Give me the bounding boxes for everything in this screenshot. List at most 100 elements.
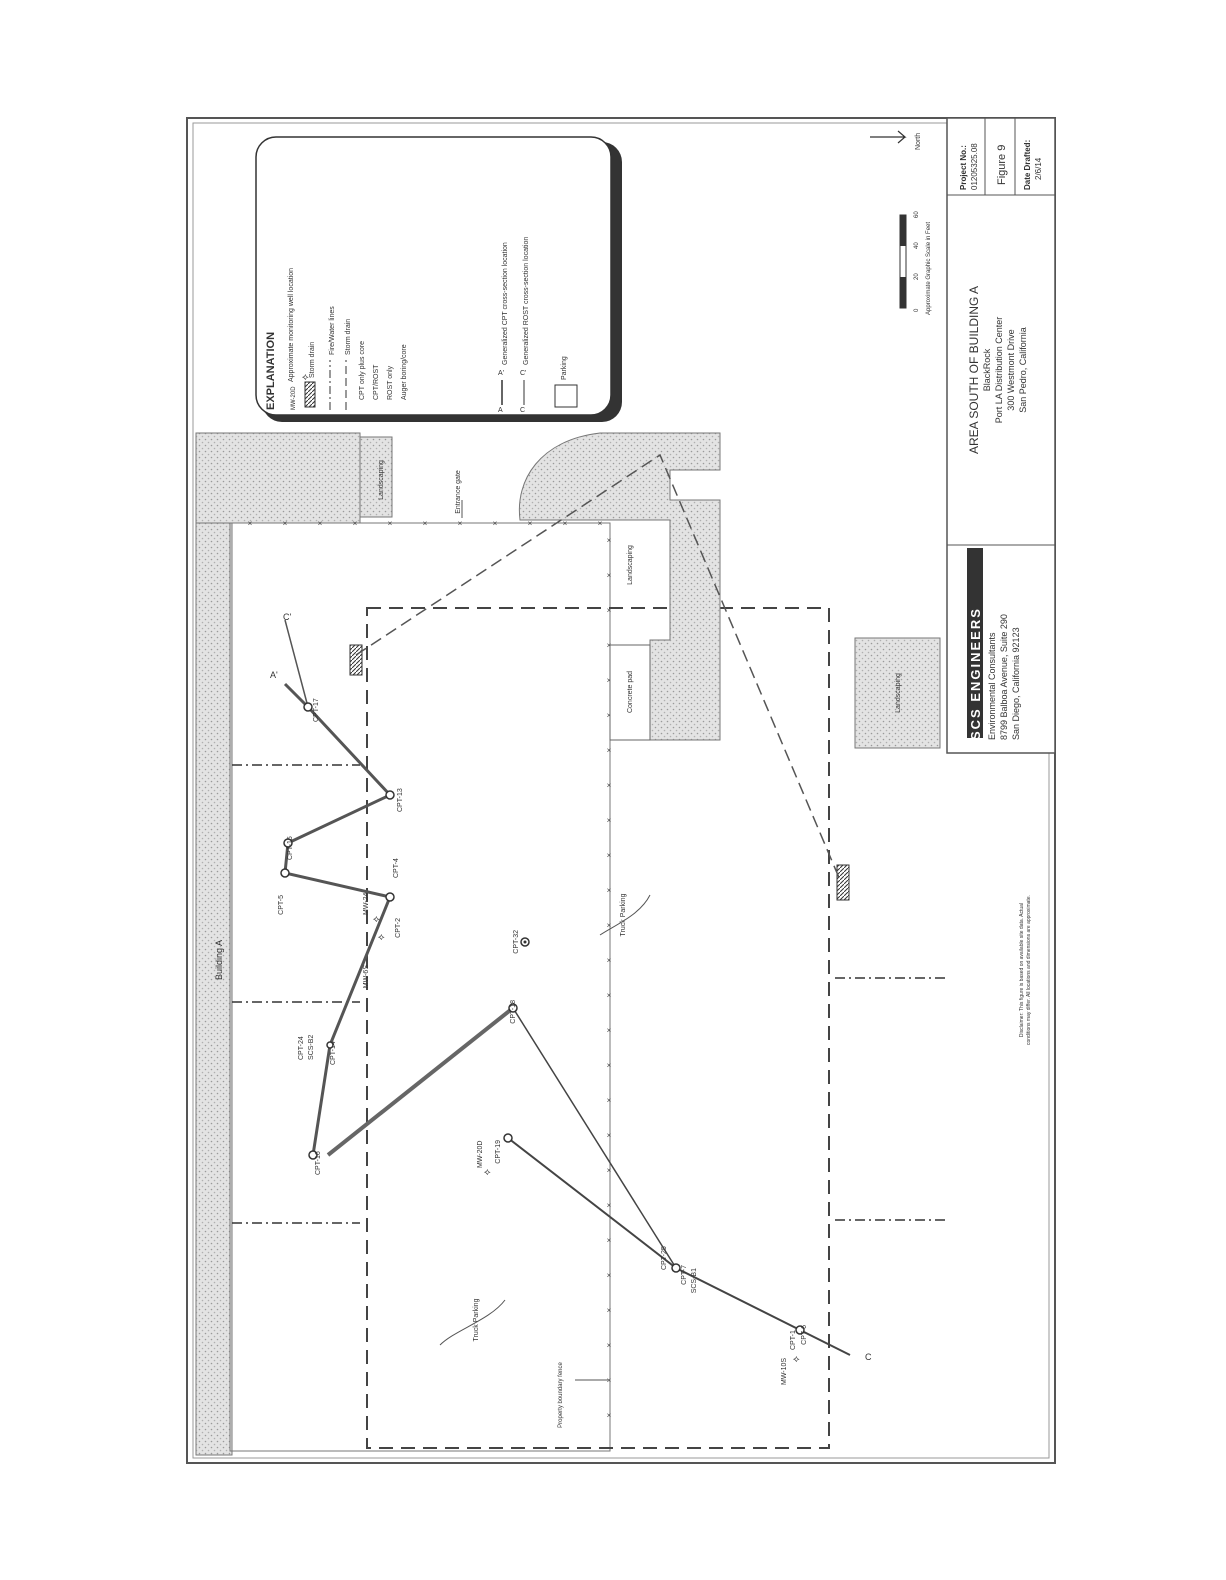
cpt5-marker — [280, 868, 290, 878]
mw6s-symbol: ⟡ — [378, 932, 385, 943]
company-line-1: 8799 Balboa Avenue, Suite 290 — [999, 614, 1009, 740]
cpt19-marker — [503, 1133, 513, 1143]
map-frame-inner — [192, 122, 1050, 1459]
mw20d-symbol: ⟡ — [484, 1167, 491, 1178]
cpt32-dot — [523, 940, 527, 944]
cpt17-label: CPT-17 — [313, 698, 320, 722]
fence-x-marker: × — [607, 1201, 612, 1210]
legend-item-3: Storm drain — [345, 319, 352, 355]
fence-x-marker: × — [528, 519, 533, 528]
cpt2-label: CPT-2 — [395, 918, 402, 938]
cpt1-label: CPT-1 — [790, 1330, 797, 1350]
landscaping-top — [359, 436, 393, 518]
scale-tick-0: 0 — [914, 308, 920, 312]
legend-section-a-right: A' — [498, 370, 504, 377]
scale-caption: Approximate Graphic Scale in Feet — [926, 222, 932, 315]
section-c: C — [865, 1352, 872, 1362]
mw20d-label: MW-20D — [477, 1141, 484, 1168]
north-label: North — [915, 133, 922, 150]
figure-title: AREA SOUTH OF BUILDING A — [967, 286, 981, 454]
cpt18-marker — [508, 1003, 518, 1013]
title-line-0: BlackRock — [982, 348, 992, 391]
section-a-prime: A' — [270, 670, 278, 680]
landscaping-label-top: Landscaping — [378, 460, 385, 500]
disclaimer-line2: conditions may differ. All locations and… — [1026, 895, 1032, 1045]
cpt25-label: CPT-25 — [661, 1246, 668, 1270]
property-fence-label: Property boundary fence — [558, 1361, 564, 1427]
cpt6-label: CPT-6 — [801, 1325, 808, 1345]
cpt32-label: CPT-32 — [513, 930, 520, 954]
cpt4-label: CPT-4 — [393, 858, 400, 878]
cpt25-marker — [671, 1263, 681, 1273]
legend-item-5: CPT/ROST — [373, 364, 380, 400]
scale-bar-fill-2 — [900, 277, 906, 308]
entrance-gate-label: Entrance gate — [455, 470, 462, 514]
cpt15-marker — [283, 838, 293, 848]
figure-number: Figure 9 — [996, 145, 1008, 185]
building-a-top — [195, 432, 361, 524]
fence-x-marker: × — [607, 606, 612, 615]
section-a-line — [326, 1006, 515, 1157]
fence-x-marker: × — [607, 1061, 612, 1070]
fence-x-marker: × — [607, 886, 612, 895]
fence-x-marker: × — [607, 1306, 612, 1315]
fence-x-marker: × — [493, 519, 498, 528]
legend-box — [255, 136, 612, 416]
legend-title: EXPLANATION — [265, 332, 277, 410]
company-logo-bar — [967, 548, 983, 738]
fence-x-marker: × — [607, 1271, 612, 1280]
fence-x-marker: × — [607, 1096, 612, 1105]
section-c-line — [284, 619, 309, 708]
parking-boundary — [366, 607, 830, 1449]
cpt17-marker — [303, 702, 313, 712]
mw6s-label: MW-6S — [363, 965, 370, 989]
fence-x-marker: × — [458, 519, 463, 528]
project-label: Project No.: — [959, 145, 968, 190]
cpt24-label: CPT-24 — [298, 1036, 305, 1060]
fence-x-marker: × — [423, 519, 428, 528]
fence-x-marker: × — [607, 571, 612, 580]
cpt15-label: CPT-15 — [287, 836, 294, 860]
legend-item-7: Auger boring/core — [401, 344, 408, 400]
concrete-pad — [609, 644, 651, 741]
disclaimer-line1: Disclaimer: This figure is based on avai… — [1019, 903, 1025, 1037]
fence-x-marker: × — [353, 519, 358, 528]
section-c-branch — [512, 1007, 677, 1269]
legend-item-9: Generalized ROST cross-section location — [523, 237, 530, 365]
section-c-main — [507, 1137, 851, 1356]
legend-item-0: Approximate monitoring well location — [288, 268, 295, 382]
date-value: 2/6/14 — [1034, 157, 1043, 180]
mw24-symbol: ⟡ — [373, 914, 380, 925]
section-c-prime: C' — [283, 612, 291, 622]
cpt19-label: CPT-19 — [495, 1140, 502, 1164]
scsb1-label: SCS-B1 — [691, 1268, 698, 1293]
truck-parking-arrow-1 — [599, 894, 651, 936]
company-line-2: San Diego, California 92123 — [1011, 627, 1021, 740]
storm-drain-2 — [836, 864, 850, 901]
north-arrow-icon — [870, 130, 907, 144]
fence-x-marker: × — [607, 536, 612, 545]
truck-parking-label-2: Truck Parking — [473, 1298, 480, 1341]
legend: EXPLANATION MW-20D ⟡ Approximate monitor… — [255, 136, 622, 422]
building-a — [195, 432, 233, 1456]
mw10s-label: MW-10S — [781, 1358, 788, 1385]
fence-x-marker: × — [607, 711, 612, 720]
cpt4-marker — [385, 892, 395, 902]
fence-markers: ××××××××××××××××××××××××××××××××××××× — [248, 519, 612, 1420]
landscaping-entrance — [518, 432, 721, 741]
fence-x-marker: × — [607, 1376, 612, 1385]
storm-drain-line — [355, 453, 841, 881]
legend-section-c-right: C' — [520, 370, 526, 377]
cpt16-label: CPT-16 — [315, 1151, 322, 1175]
fence-x-marker: × — [607, 816, 612, 825]
legend-item-10: Parking — [561, 356, 568, 380]
legend-item-6: ROST only — [387, 365, 394, 400]
scale-tick-60: 60 — [914, 211, 920, 218]
cpt5-label: CPT-5 — [278, 895, 285, 915]
mw24-label: MW-24 — [363, 892, 370, 915]
fence-x-marker: × — [607, 851, 612, 860]
scale-bar: 0 20 40 60 Approximate Graphic Scale in … — [899, 211, 932, 315]
legend-item-2: Fire/Water lines — [329, 306, 336, 355]
